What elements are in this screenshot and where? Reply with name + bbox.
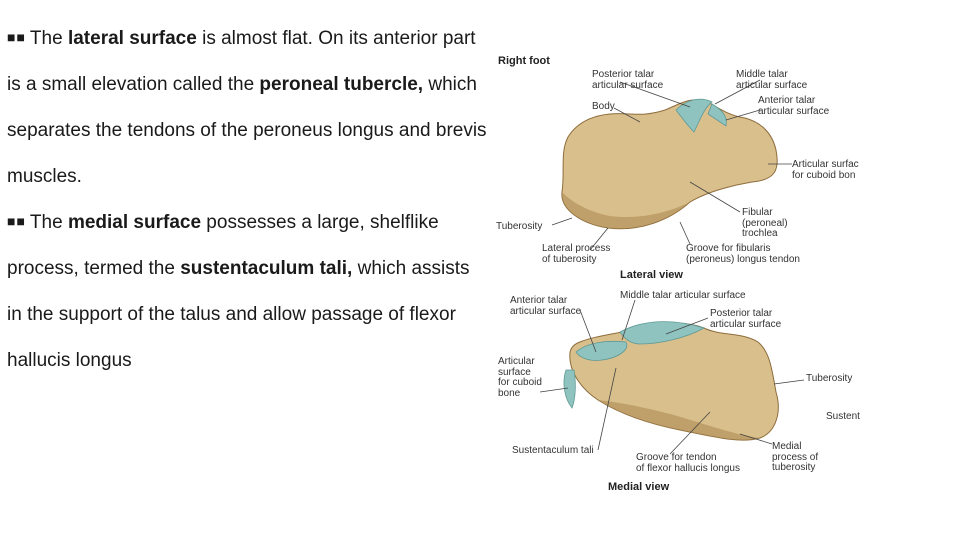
text-segment: which assists in the support of the talu…	[7, 258, 470, 371]
bullet-icon: ■■	[7, 29, 26, 45]
text-segment: The	[29, 212, 68, 233]
label-middle-talar-lateral: Middle talar articular surface	[736, 69, 808, 91]
text-segment: which separates the tendons of the peron…	[7, 74, 487, 187]
label-middle-talar-medial: Middle talar articular surface	[620, 290, 746, 301]
label-posterior-talar-lateral: Posterior talar articular surface	[592, 69, 664, 91]
label-groove-fibularis: Groove for fibularis (peroneus) longus t…	[686, 243, 800, 265]
label-medial-process: Medial process of tuberosity	[772, 441, 819, 473]
term-lateral-surface: lateral surface	[67, 28, 197, 49]
caption-lateral-view: Lateral view	[620, 269, 683, 281]
calcaneus-illustration	[539, 79, 805, 455]
label-tuberosity-medial: Tuberosity	[806, 373, 853, 384]
calcaneus-figure: .bone { fill: #d9bf8c; stroke: #8e6d3d; …	[490, 52, 863, 493]
label-anterior-talar-medial: Anterior talar articular surface	[510, 295, 582, 317]
paragraph-lateral-surface: ■■The lateral surface is almost flat. On…	[7, 16, 487, 200]
label-anterior-talar-lateral: Anterior talar articular surface	[758, 95, 830, 117]
lateral-view-bone	[561, 98, 778, 230]
label-sustent: Sustent	[826, 411, 860, 422]
label-groove-flexor: Groove for tendon of flexor hallucis lon…	[636, 452, 740, 474]
text-segment: possesses a large, shelflike process, te…	[7, 212, 439, 279]
medial-view-bone	[563, 321, 779, 441]
label-tuberosity-lateral: Tuberosity	[496, 221, 543, 232]
caption-medial-view: Medial view	[608, 481, 670, 493]
label-posterior-talar-medial: Posterior talar articular surface	[710, 308, 782, 330]
bullet-icon: ■■	[7, 213, 26, 229]
text-segment: is almost flat. On its anterior part is …	[7, 28, 476, 95]
figure-heading: Right foot	[498, 55, 550, 67]
label-lateral-process: Lateral process of tuberosity	[542, 243, 611, 265]
label-fibular-trochlea: Fibular (peroneal) trochlea	[742, 207, 788, 239]
term-peroneal-tubercle: peroneal tubercle,	[259, 74, 424, 95]
text-segment: The	[29, 28, 68, 49]
term-medial-surface: medial surface	[67, 212, 202, 233]
label-body: Body	[592, 101, 615, 112]
label-articular-cuboid-medial: Articular surface for cuboid bone	[498, 356, 542, 399]
paragraph-medial-surface: ■■The medial surface possesses a large, …	[7, 200, 487, 384]
leader-lines	[539, 79, 805, 455]
text-block: ■■The lateral surface is almost flat. On…	[7, 16, 487, 384]
label-sustentaculum-tali: Sustentaculum tali	[512, 445, 594, 456]
term-sustentaculum-tali: sustentaculum tali,	[180, 258, 353, 279]
label-articular-cuboid-lateral: Articular surfac for cuboid bon	[792, 159, 859, 181]
